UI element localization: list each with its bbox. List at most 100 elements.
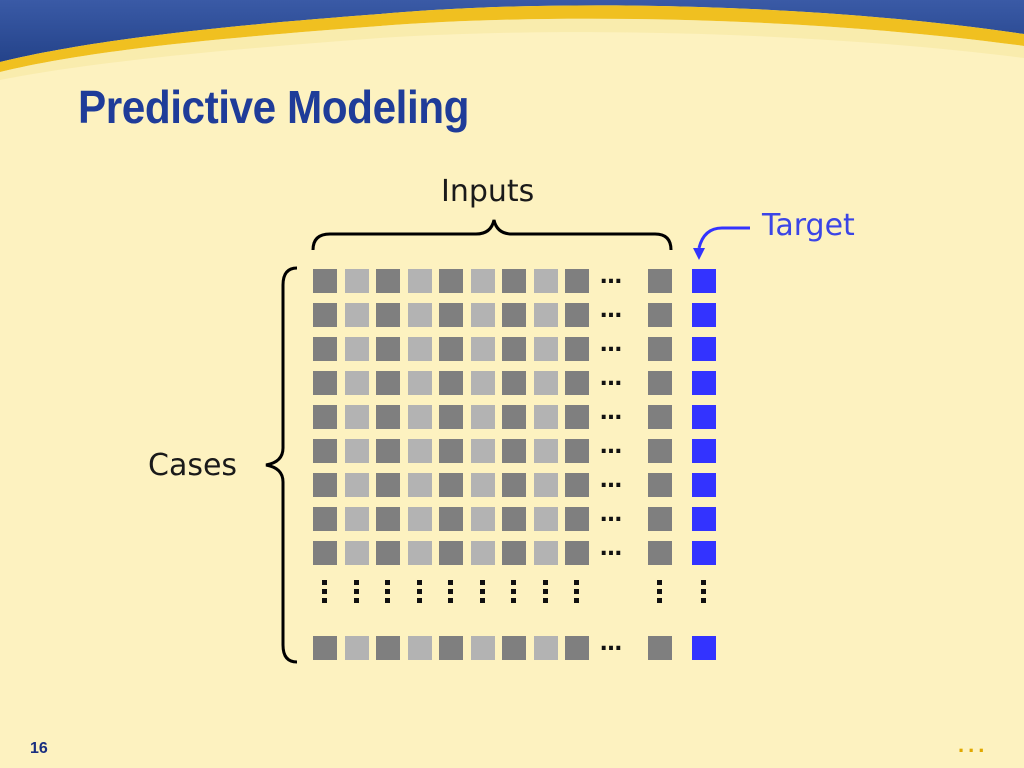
input-cell — [313, 439, 337, 463]
input-cell — [565, 405, 589, 429]
vertical-ellipsis-dot — [354, 589, 359, 594]
input-cell — [565, 541, 589, 565]
vertical-ellipsis-dot — [322, 598, 327, 603]
input-cell — [313, 371, 337, 395]
vertical-ellipsis-dot — [657, 589, 662, 594]
input-cell — [313, 405, 337, 429]
input-cell — [345, 337, 369, 361]
input-cell — [439, 636, 463, 660]
row-ellipsis: … — [600, 468, 622, 493]
row-ellipsis: … — [600, 434, 622, 459]
input-cell — [376, 303, 400, 327]
input-cell — [471, 439, 495, 463]
input-cell — [471, 473, 495, 497]
vertical-ellipsis-dot — [480, 598, 485, 603]
input-cell — [502, 473, 526, 497]
row-ellipsis: … — [600, 536, 622, 561]
target-cell — [692, 269, 716, 293]
row-ellipsis: … — [600, 298, 622, 323]
input-cell — [408, 303, 432, 327]
input-cell — [408, 507, 432, 531]
input-cell — [502, 269, 526, 293]
input-cell — [648, 541, 672, 565]
input-cell — [408, 473, 432, 497]
vertical-ellipsis-dot — [480, 580, 485, 585]
input-cell — [648, 473, 672, 497]
input-cell — [313, 541, 337, 565]
input-cell — [408, 439, 432, 463]
target-cell — [692, 337, 716, 361]
slide-title: Predictive Modeling — [78, 81, 470, 133]
inputs-label: Inputs — [441, 174, 535, 209]
input-cell — [565, 303, 589, 327]
input-cell — [376, 269, 400, 293]
vertical-ellipsis-dot — [354, 598, 359, 603]
vertical-ellipsis-dot — [385, 598, 390, 603]
target-cell — [692, 439, 716, 463]
input-cell — [648, 337, 672, 361]
input-cell — [534, 541, 558, 565]
cases-label: Cases — [148, 448, 238, 483]
input-cell — [648, 405, 672, 429]
input-cell — [376, 337, 400, 361]
vertical-ellipsis-dot — [511, 580, 516, 585]
vertical-ellipsis-dot — [385, 589, 390, 594]
vertical-ellipsis-dot — [511, 598, 516, 603]
input-cell — [471, 405, 495, 429]
input-cell — [408, 269, 432, 293]
input-cell — [313, 337, 337, 361]
vertical-ellipsis-dot — [543, 598, 548, 603]
input-cell — [345, 507, 369, 531]
input-cell — [502, 303, 526, 327]
input-cell — [376, 636, 400, 660]
input-cell — [534, 337, 558, 361]
input-cell — [648, 439, 672, 463]
input-cell — [471, 371, 495, 395]
input-cell — [376, 473, 400, 497]
vertical-ellipsis-dot — [657, 598, 662, 603]
input-cell — [313, 473, 337, 497]
target-label: Target — [762, 208, 855, 243]
input-cell — [565, 269, 589, 293]
input-cell — [439, 337, 463, 361]
input-cell — [502, 636, 526, 660]
target-arrow — [697, 226, 750, 249]
input-cell — [313, 636, 337, 660]
input-cell — [345, 405, 369, 429]
vertical-ellipsis-dot — [543, 580, 548, 585]
input-cell — [313, 303, 337, 327]
vertical-ellipsis-dot — [354, 580, 359, 585]
input-cell — [313, 269, 337, 293]
vertical-ellipsis-dot — [385, 580, 390, 585]
input-cell — [502, 371, 526, 395]
vertical-ellipsis-dot — [657, 580, 662, 585]
input-cell — [534, 439, 558, 463]
input-cell — [376, 541, 400, 565]
input-cell — [376, 371, 400, 395]
input-cell — [439, 269, 463, 293]
input-cell — [534, 405, 558, 429]
input-cell — [502, 507, 526, 531]
page-number: 16 — [30, 740, 48, 757]
input-cell — [565, 337, 589, 361]
vertical-ellipsis-dot — [322, 580, 327, 585]
input-cell — [471, 636, 495, 660]
target-cell — [692, 371, 716, 395]
vertical-ellipsis-dot — [448, 580, 453, 585]
input-cell — [376, 439, 400, 463]
vertical-ellipsis-dot — [448, 589, 453, 594]
input-cell — [345, 636, 369, 660]
input-cell — [376, 507, 400, 531]
row-ellipsis: … — [600, 332, 622, 357]
vertical-ellipsis-dot — [701, 598, 706, 603]
input-cell — [565, 636, 589, 660]
input-cell — [534, 507, 558, 531]
input-cell — [345, 473, 369, 497]
input-cell — [439, 473, 463, 497]
input-cell — [534, 371, 558, 395]
input-cell — [565, 371, 589, 395]
input-cell — [648, 371, 672, 395]
input-cell — [502, 439, 526, 463]
input-cell — [439, 405, 463, 429]
